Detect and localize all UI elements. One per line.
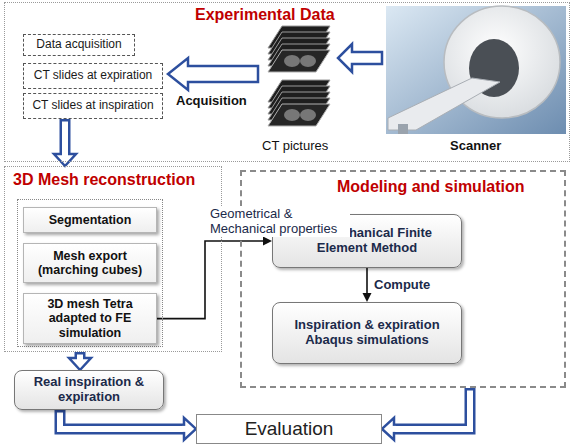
step-box: CT slides at expiration bbox=[23, 63, 163, 89]
block-arrow bbox=[69, 352, 91, 370]
block-arrow bbox=[60, 410, 196, 440]
box-text: Segmentation bbox=[49, 213, 132, 227]
ct-stack-lower bbox=[268, 80, 330, 126]
box-text: CT slides at inspiration bbox=[32, 99, 153, 113]
process-box: Inspiration & expiration Abaqus simulati… bbox=[272, 302, 462, 364]
block-arrow bbox=[382, 388, 470, 440]
box-text: Inspiration & expiration Abaqus simulati… bbox=[278, 318, 456, 348]
region-title: 3D Mesh reconstruction bbox=[13, 171, 195, 189]
evaluation-box: Evaluation bbox=[196, 414, 382, 444]
edge-label: Compute bbox=[374, 277, 430, 293]
ct-stack-upper bbox=[268, 26, 330, 72]
picture-label: CT pictures bbox=[262, 138, 328, 153]
process-box: Mesh export (marching cubes) bbox=[23, 243, 157, 283]
region-title: Modeling and simulation bbox=[337, 178, 525, 196]
box-text: Mesh export (marching cubes) bbox=[29, 249, 151, 278]
step-box: CT slides at inspiration bbox=[23, 93, 163, 119]
mesh-region: 3D Mesh reconstructionSegmentationMesh e… bbox=[4, 166, 222, 352]
region-title: Experimental Data bbox=[195, 6, 335, 24]
box-text: Data acquisition bbox=[36, 38, 121, 52]
result-box: Real inspiration & expiration bbox=[14, 370, 164, 410]
flow-arrow bbox=[157, 237, 272, 319]
step-box: Data acquisition bbox=[23, 34, 135, 56]
flow-arrow bbox=[363, 268, 372, 302]
box-text: CT slides at expiration bbox=[34, 69, 153, 83]
scanner-arrow bbox=[338, 44, 382, 72]
process-box: Segmentation bbox=[23, 207, 157, 233]
box-text: Evaluation bbox=[245, 418, 334, 440]
process-box: 3D mesh Tetra adapted to FE simulation bbox=[23, 293, 157, 344]
acquisition-arrow bbox=[168, 58, 258, 90]
picture-label: Scanner bbox=[450, 138, 501, 153]
box-text: 3D mesh Tetra adapted to FE simulation bbox=[29, 297, 151, 340]
edge-label: Geometrical & Mechanical properties bbox=[210, 206, 350, 237]
scanner-picture bbox=[386, 6, 566, 134]
arrow-label: Acquisition bbox=[176, 93, 247, 108]
block-arrow bbox=[54, 119, 76, 166]
box-text: Real inspiration & expiration bbox=[20, 375, 158, 405]
